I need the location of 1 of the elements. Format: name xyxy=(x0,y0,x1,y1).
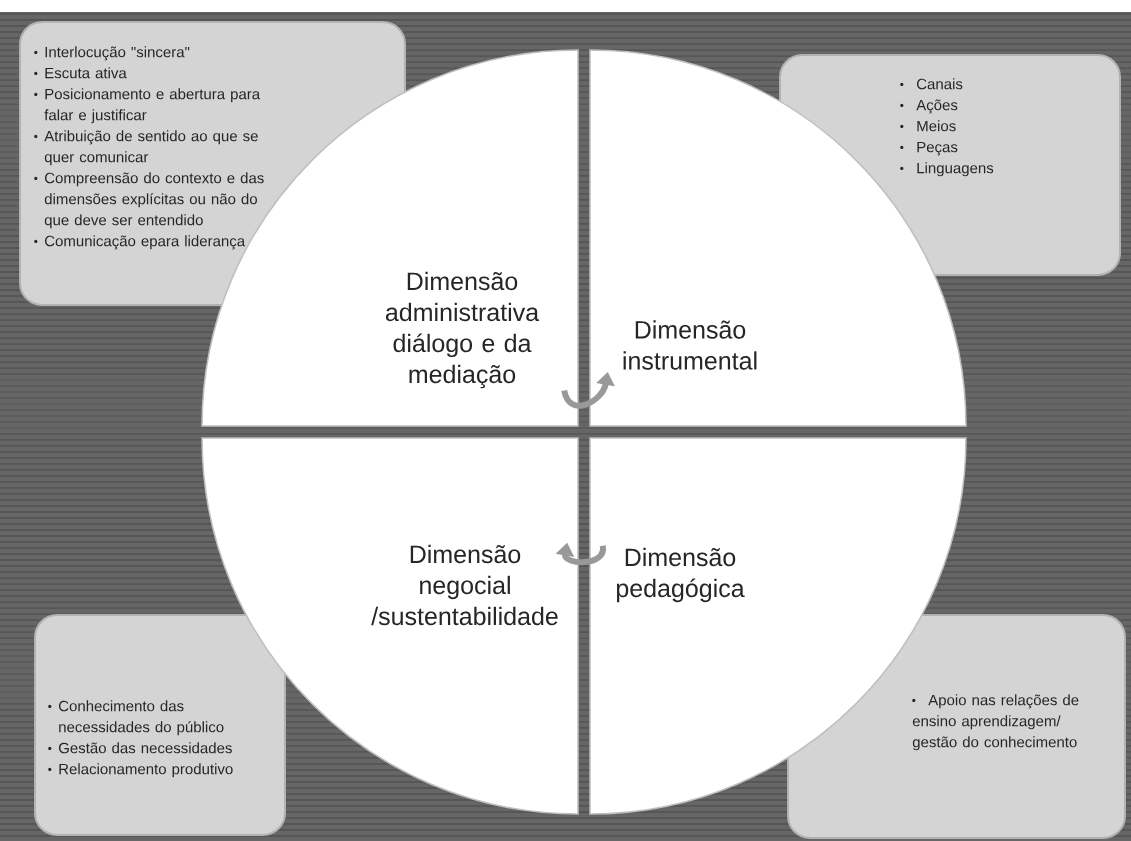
text-panel: Conhecimento das necessidades do público Gestão das necessidades Relacionamento produtivo xyxy=(34,614,286,836)
